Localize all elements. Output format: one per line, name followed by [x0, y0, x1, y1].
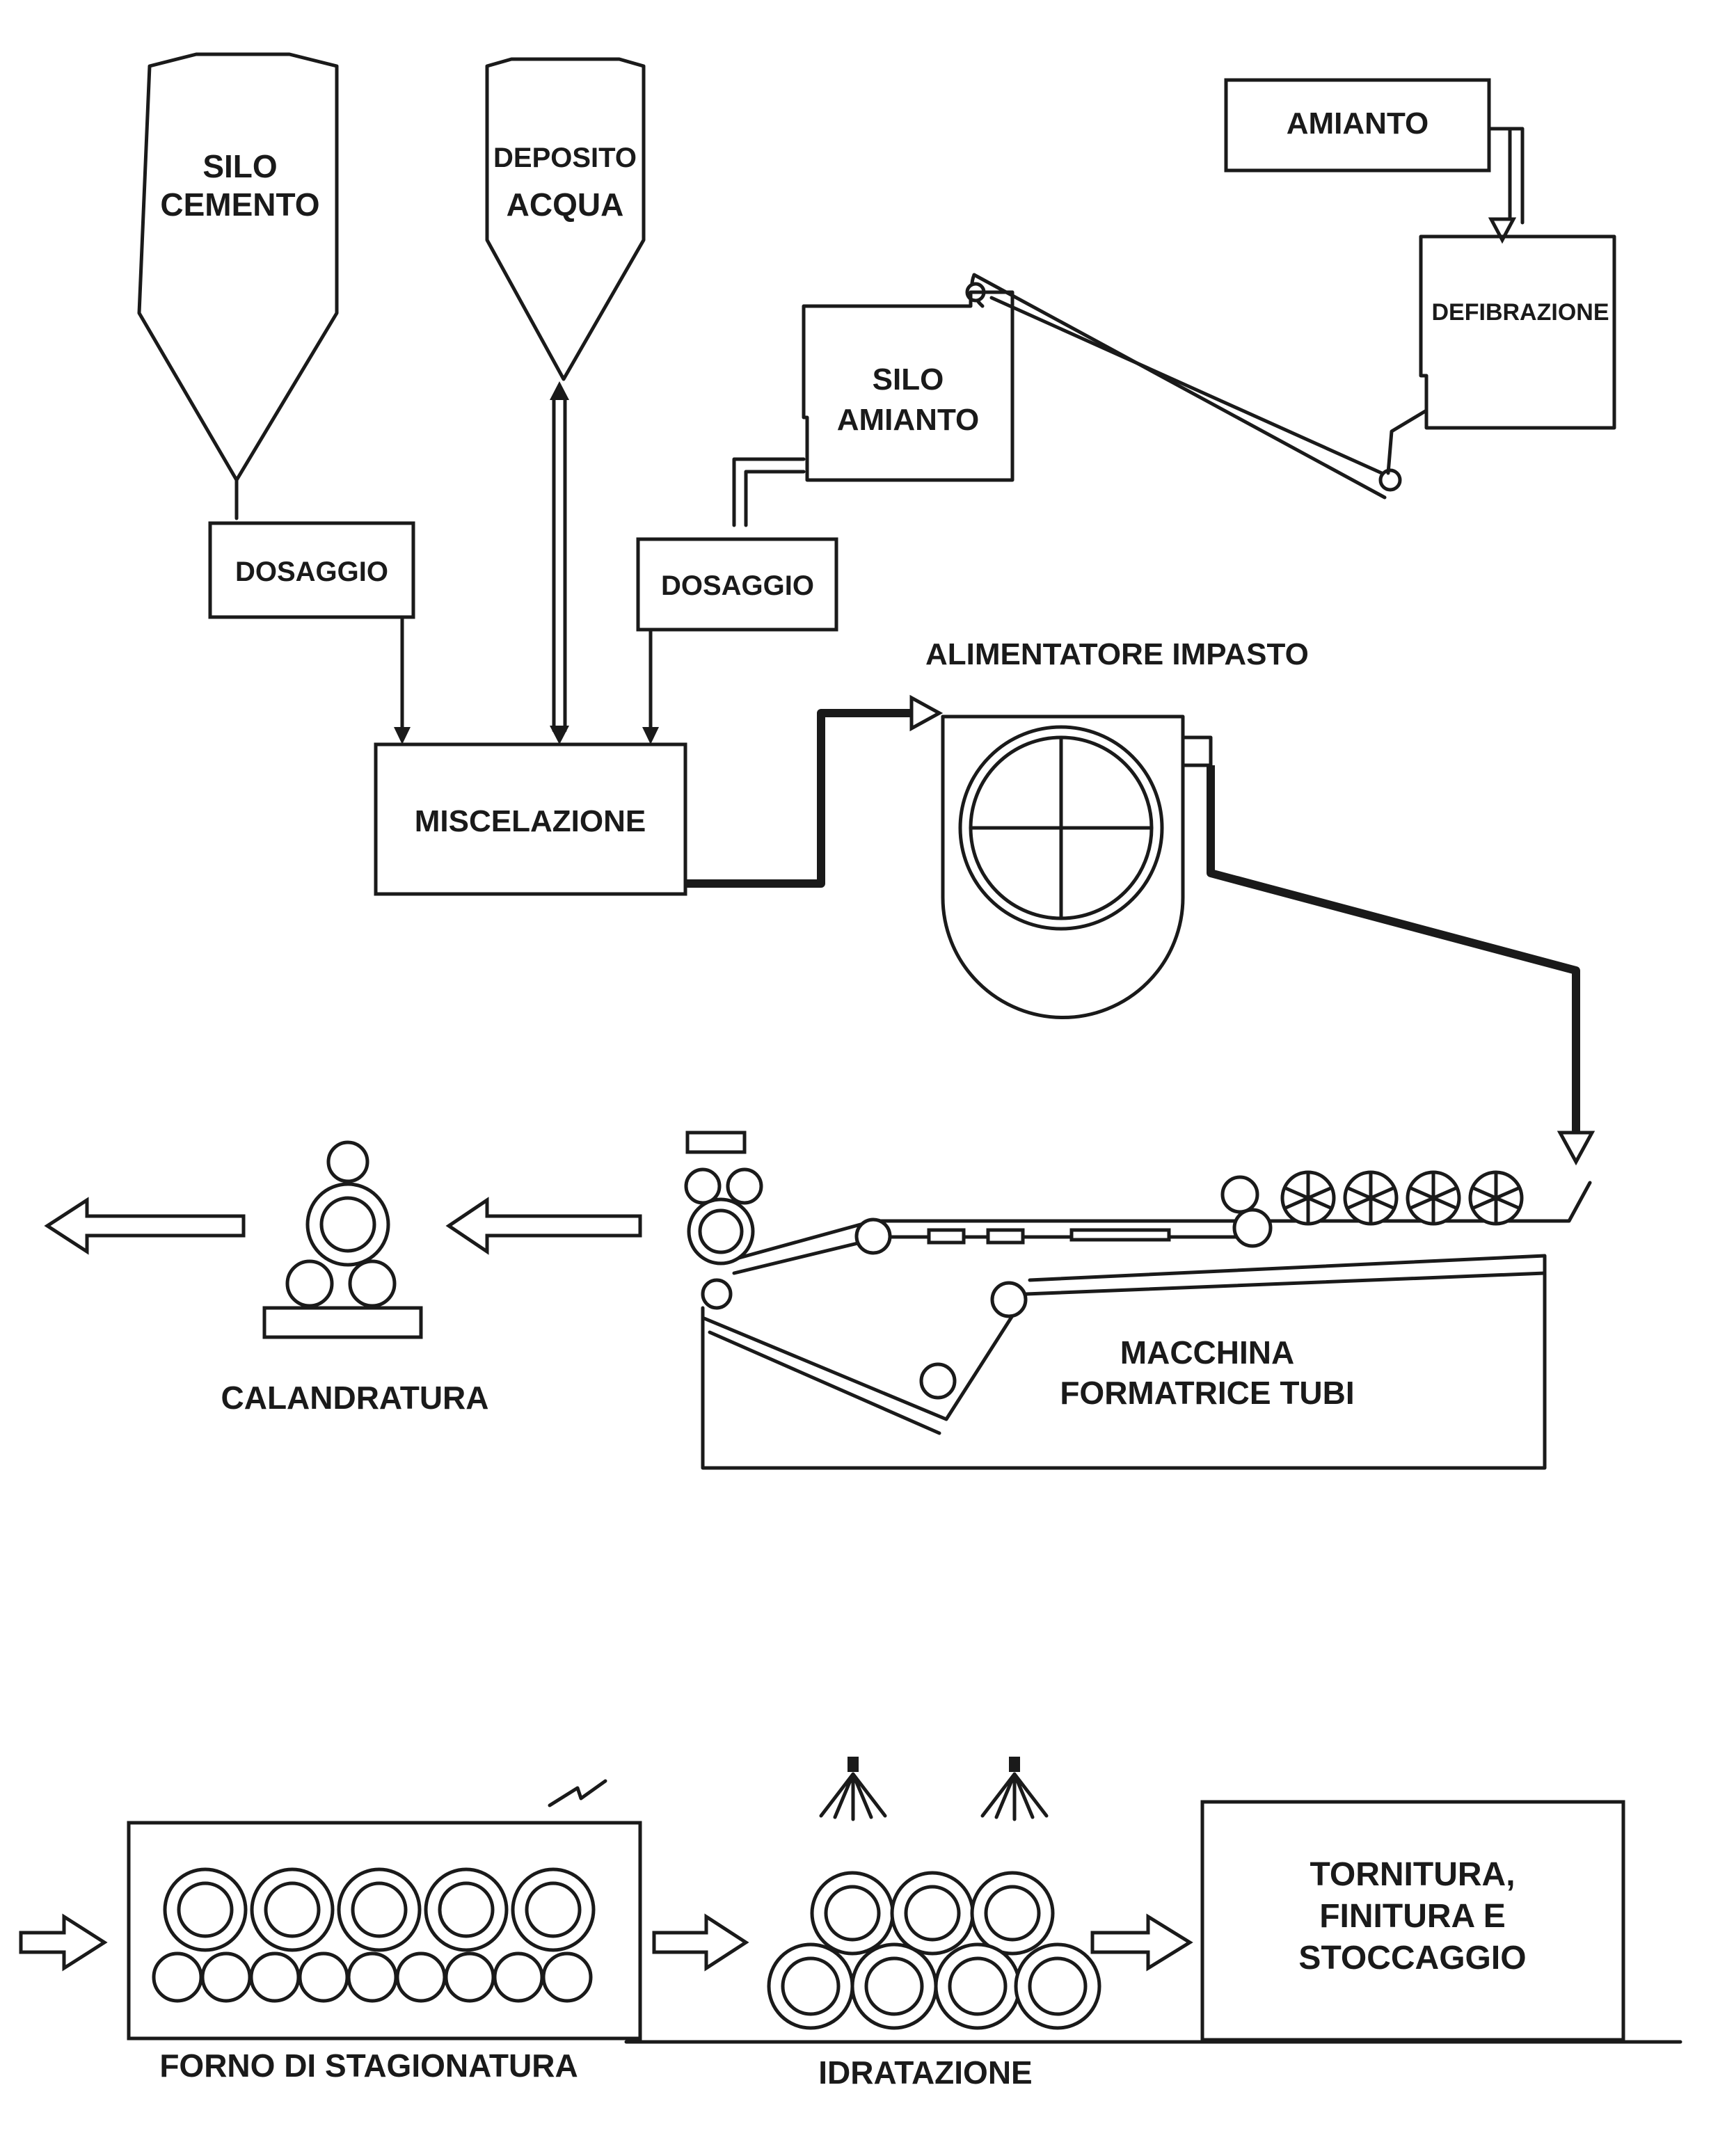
defibrazione-label: DEFIBRAZIONE [1432, 299, 1609, 326]
spray-nozzle-icon [980, 1757, 1049, 1821]
tornitura-label-2: FINITURA E [1319, 1898, 1506, 1935]
arrow-idratazione-to-tornitura [1090, 1913, 1193, 1972]
silo-amianto-label-2: AMIANTO [837, 403, 980, 437]
feed-line-mixer-to-feeder [685, 709, 912, 888]
arrow-forno-to-idratazione [652, 1913, 749, 1972]
forno-di-stagionatura: FORNO DI STAGIONATURA [127, 1779, 642, 2084]
idratazione: IDRATAZIONE [767, 1757, 1101, 2091]
amianto-box: AMIANTO [1224, 78, 1525, 244]
deposito-acqua-label-2: ACQUA [507, 186, 624, 223]
deposito-acqua: DEPOSITO ACQUA [485, 57, 646, 381]
macchina-formatrice-tubi: MACCHINA FORMATRICE TUBI [684, 1131, 1592, 1470]
idratazione-label: IDRATAZIONE [818, 2054, 1033, 2091]
defibrazione-box: DEFIBRAZIONE [1419, 234, 1616, 430]
silo-amianto-label-1: SILO [873, 362, 944, 397]
calandratura: CALANDRATURA [221, 1140, 489, 1416]
arrow-into-forno [19, 1913, 108, 1972]
miscelazione-box: MISCELAZIONE [374, 742, 687, 896]
dosaggio-right-box: DOSAGGIO [636, 537, 838, 632]
arrow-machine-to-calandratura [445, 1197, 642, 1255]
calandratura-label: CALANDRATURA [221, 1380, 489, 1416]
deposito-acqua-label-1: DEPOSITO [493, 143, 637, 173]
mixing-feed-lines [394, 381, 659, 744]
feed-line-feeder-to-machine [1207, 765, 1580, 1134]
inclined-conveyor [965, 273, 1429, 500]
amianto-down-arrow-icon [1488, 217, 1517, 244]
tornitura-box: TORNITURA, FINITURA E STOCCAGGIO [1200, 1800, 1625, 2042]
macchina-label-1: MACCHINA [1120, 1334, 1294, 1371]
macchina-label-2: FORMATRICE TUBI [1060, 1375, 1354, 1411]
silo-cemento-label-2: CEMENTO [160, 186, 319, 223]
alimentatore-impasto-label: ALIMENTATORE IMPASTO [925, 637, 1309, 671]
miscelazione-label: MISCELAZIONE [415, 804, 646, 838]
dosaggio-left-box: DOSAGGIO [208, 521, 415, 619]
arrow-calandratura-out [44, 1197, 246, 1255]
tornitura-label-3: STOCCAGGIO [1298, 1940, 1526, 1977]
dosaggio-left-label: DOSAGGIO [235, 557, 388, 587]
silo-cemento: SILO CEMENTO [137, 52, 339, 520]
feeder-input-arrow-icon [909, 694, 944, 732]
silo-amianto: SILO AMIANTO [732, 290, 1014, 527]
machine-input-arrow-icon [1557, 1131, 1595, 1166]
alimentatore-impasto [941, 714, 1213, 1019]
tornitura-label-1: TORNITURA, [1310, 1856, 1515, 1893]
forno-label: FORNO DI STAGIONATURA [159, 2047, 578, 2084]
silo-cemento-label-1: SILO [202, 148, 277, 184]
spray-nozzle-icon [819, 1757, 887, 1821]
amianto-label: AMIANTO [1287, 106, 1429, 141]
dosaggio-right-label: DOSAGGIO [661, 570, 814, 601]
